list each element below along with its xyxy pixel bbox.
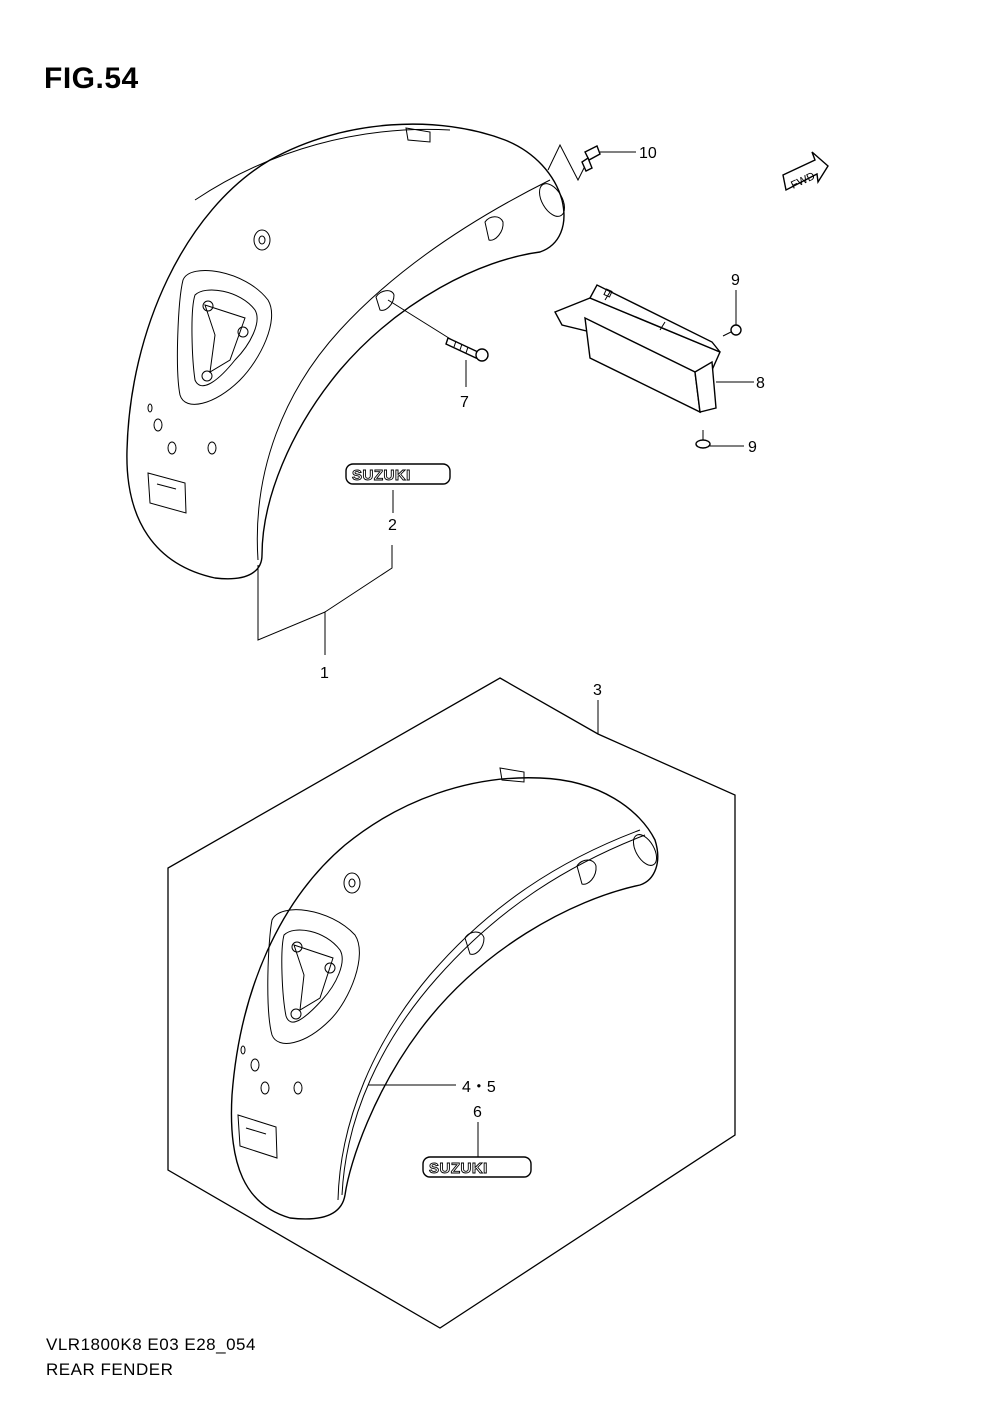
emblem-upper-text: SUZUKI xyxy=(352,467,411,484)
suzuki-emblem-lower[interactable]: SUZUKI xyxy=(422,1156,532,1178)
model-code: VLR1800K8 E03 E28_054 xyxy=(46,1335,256,1354)
kit-box-outline xyxy=(167,677,736,1329)
suzuki-emblem-upper[interactable]: SUZUKI xyxy=(345,463,451,485)
callout-9-upper[interactable]: 9 xyxy=(731,272,740,289)
callout-2[interactable]: 2 xyxy=(388,517,397,534)
callout-10[interactable]: 10 xyxy=(639,145,657,162)
screw-9-upper[interactable] xyxy=(722,324,742,337)
rear-fender-upper[interactable] xyxy=(126,123,570,580)
leader-1 xyxy=(257,565,326,655)
fwd-direction-arrow-icon: FWD xyxy=(782,151,829,192)
leader-2 xyxy=(324,545,393,613)
bolt-10[interactable] xyxy=(547,143,601,182)
screw-9-lower[interactable] xyxy=(695,430,711,449)
rear-fender-lower[interactable] xyxy=(230,767,661,1220)
callout-1[interactable]: 1 xyxy=(320,665,329,682)
callout-9-lower[interactable]: 9 xyxy=(748,439,757,456)
callout-3[interactable]: 3 xyxy=(593,682,602,699)
figure-name: REAR FENDER xyxy=(46,1360,174,1379)
callout-8[interactable]: 8 xyxy=(756,375,765,392)
callout-6[interactable]: 6 xyxy=(473,1104,482,1121)
emblem-lower-text: SUZUKI xyxy=(429,1160,488,1177)
callout-4-5[interactable]: 4・5 xyxy=(462,1079,496,1096)
bolt-7[interactable] xyxy=(387,299,489,362)
bracket-8[interactable] xyxy=(554,284,721,414)
figure-title: FIG.54 xyxy=(44,62,139,95)
callout-7[interactable]: 7 xyxy=(460,394,469,411)
